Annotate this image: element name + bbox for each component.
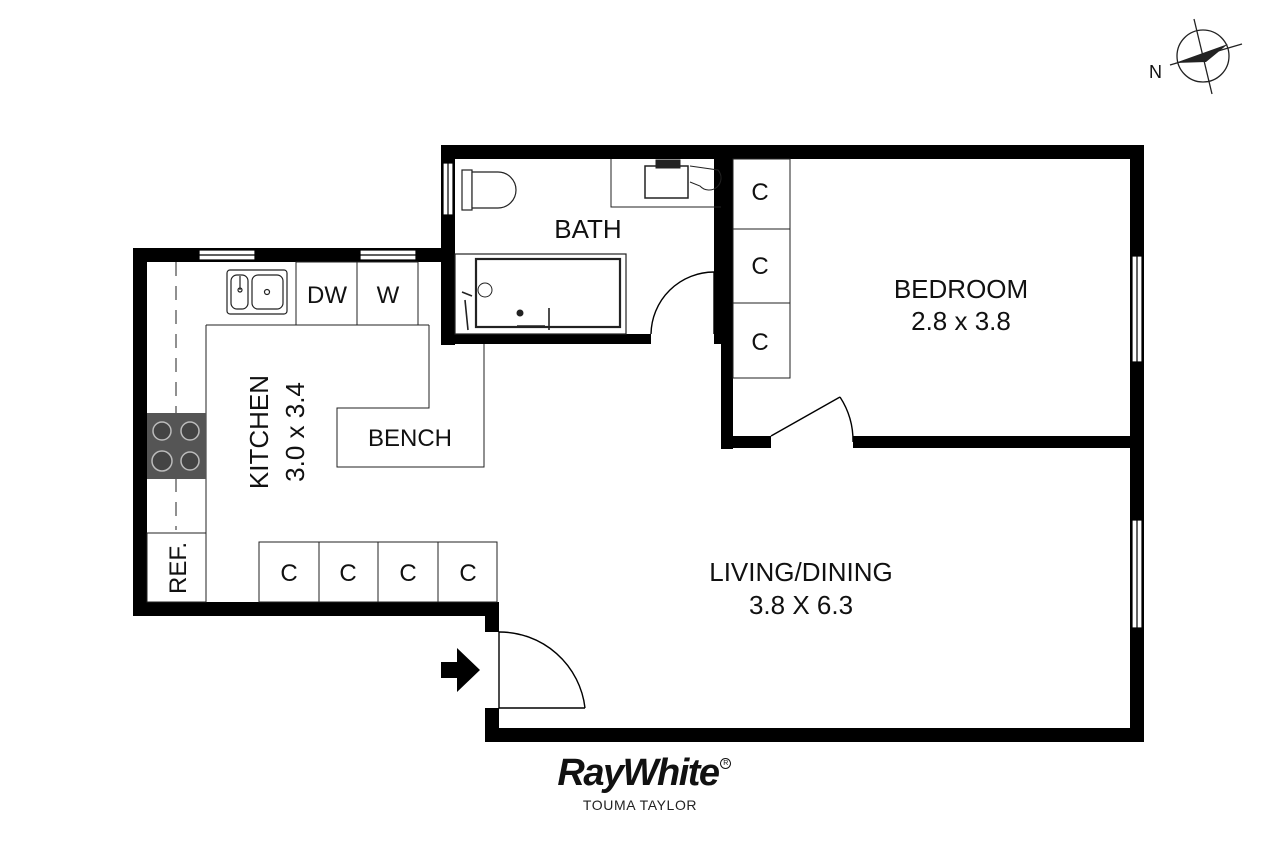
kitchen-label: KITCHEN bbox=[244, 375, 274, 489]
bath-label: BATH bbox=[554, 214, 621, 244]
entry-arrow-icon bbox=[441, 648, 480, 692]
cooktop-icon bbox=[147, 413, 206, 479]
bedroom-label: BEDROOM bbox=[894, 274, 1028, 304]
cupboard-box-7 bbox=[732, 302, 791, 379]
living-size: 3.8 X 6.3 bbox=[749, 590, 853, 620]
interior-walls bbox=[441, 159, 1140, 449]
cupboard-label-6: C bbox=[751, 253, 768, 280]
sink-icon bbox=[226, 269, 288, 315]
cupboard-label-4: C bbox=[459, 560, 476, 587]
cupboard-label-7: C bbox=[751, 329, 768, 356]
cupboard-label-5: C bbox=[751, 179, 768, 206]
doors bbox=[498, 271, 854, 709]
kitchen-size: 3.0 x 3.4 bbox=[280, 382, 310, 482]
toilet-icon bbox=[461, 169, 517, 211]
fridge-box bbox=[146, 532, 207, 603]
compass-label: N bbox=[1149, 62, 1162, 82]
cupboard-label-3: C bbox=[399, 560, 416, 587]
dishwasher-label: DW bbox=[307, 282, 347, 309]
windows bbox=[198, 162, 1143, 629]
office-name: TOUMA TAYLOR bbox=[582, 797, 698, 813]
bathtub-icon bbox=[454, 253, 627, 335]
cupboard-box-4 bbox=[437, 541, 498, 603]
cupboard-label-1: C bbox=[280, 560, 297, 587]
living-label: LIVING/DINING bbox=[709, 557, 892, 587]
washer-label: W bbox=[377, 282, 400, 309]
fridge-label: REF. bbox=[165, 542, 192, 594]
compass-icon bbox=[1169, 18, 1243, 95]
bedroom-size: 2.8 x 3.8 bbox=[911, 306, 1011, 336]
washer-box bbox=[356, 261, 419, 326]
vanity-icon bbox=[610, 159, 722, 208]
bench-label: BENCH bbox=[368, 425, 452, 452]
cupboard-label-2: C bbox=[339, 560, 356, 587]
